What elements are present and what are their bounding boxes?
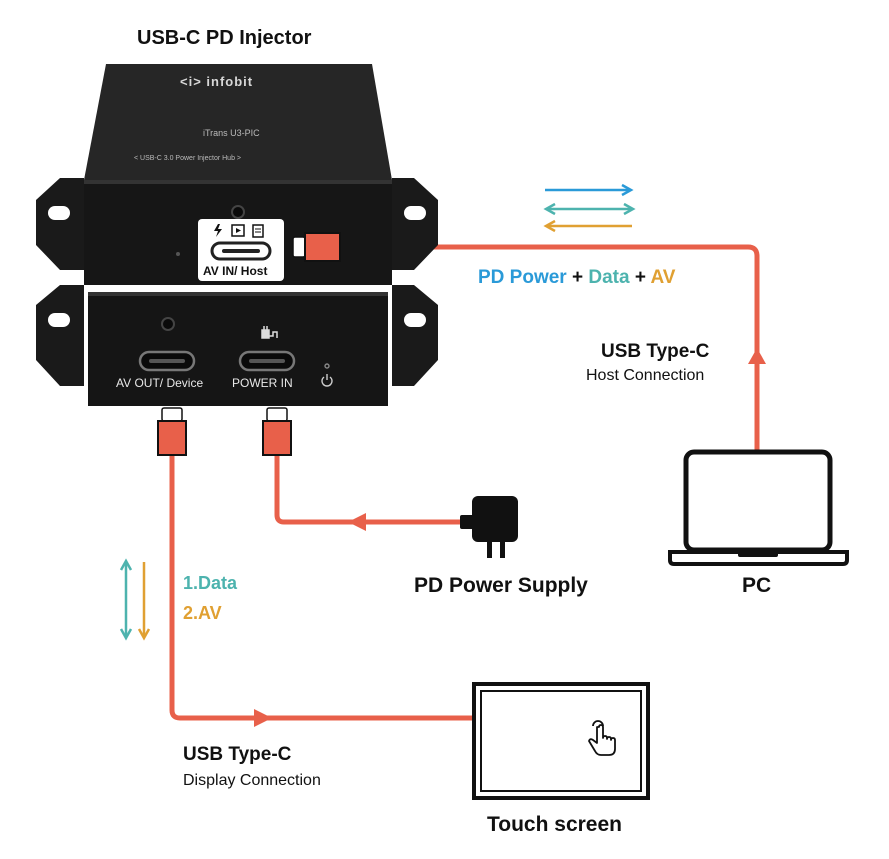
cables: [169, 244, 760, 721]
display-flow-arrows: [119, 558, 151, 641]
pc-laptop-icon: [668, 449, 849, 566]
display-connection-subtitle: Display Connection: [183, 772, 321, 789]
power-connector: [262, 407, 292, 456]
flow-part-plus-2: +: [629, 267, 651, 288]
power-cable: [274, 452, 463, 525]
pc-label: PC: [742, 574, 772, 597]
host-connection-title: USB Type-C: [601, 341, 710, 362]
host-flow-label: PD Power + Data + AV: [478, 267, 675, 289]
flow-part-pd-power: PD Power: [478, 267, 567, 288]
hand-pointer-icon: [588, 720, 616, 756]
connectors: [157, 232, 341, 456]
power-left-arrow: [348, 513, 366, 531]
power-icon: [321, 363, 333, 387]
device-model: iTrans U3-PIC: [203, 128, 260, 138]
touch-screen-label: Touch screen: [487, 813, 622, 836]
port-power-label: POWER IN: [232, 376, 293, 390]
display-connector: [157, 407, 187, 456]
host-flow-arrows: [543, 183, 636, 233]
flow-part-av: AV: [650, 267, 676, 288]
host-connection-subtitle: Host Connection: [586, 367, 705, 384]
av-in-icons: [214, 224, 264, 238]
flow-part-plus-1: +: [566, 267, 589, 288]
power-supply-label: PD Power Supply: [414, 574, 588, 597]
touch-screen-icon: [472, 682, 650, 800]
left-bracket: [36, 178, 84, 270]
right-bracket: [392, 178, 438, 270]
display-flow-data: 1.Data: [183, 573, 238, 593]
host-connector: [292, 232, 341, 262]
power-supply-icon: [460, 496, 518, 558]
port-out-label: AV OUT/ Device: [116, 376, 204, 390]
port-in-label: AV IN/ Host: [203, 264, 268, 278]
host-cable: [337, 244, 760, 453]
display-flow-av: 2.AV: [183, 603, 222, 623]
device-subtitle: < USB-C 3.0 Power Injector Hub >: [134, 155, 241, 162]
display-cable: [169, 452, 477, 721]
host-up-arrow: [748, 348, 766, 364]
injector-device: [36, 64, 438, 406]
device-brand: <i> infobit: [180, 74, 254, 89]
display-right-arrow: [254, 709, 272, 727]
plug-icon: [261, 326, 278, 339]
flow-part-data: Data: [588, 267, 630, 288]
display-connection-title: USB Type-C: [183, 744, 292, 765]
diagram-title: USB-C PD Injector: [137, 27, 312, 49]
